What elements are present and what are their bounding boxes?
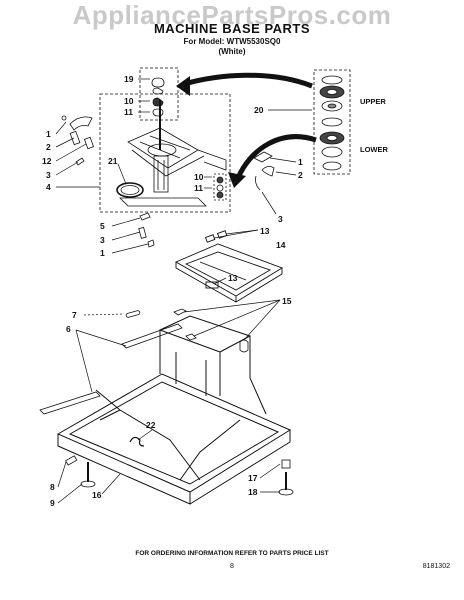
leveling-clips (125, 308, 249, 353)
callout-2: 2 (46, 142, 51, 152)
callout-22: 22 (146, 420, 156, 430)
callout-18: 18 (248, 487, 258, 497)
callout-1: 1 (100, 248, 105, 258)
callout-3: 3 (278, 214, 283, 224)
page-title: MACHINE BASE PARTS (153, 21, 311, 36)
callout-11: 11 (194, 183, 203, 193)
inset-box-bearings (313, 69, 351, 175)
callout-numbers: 19 10 11 20 1 2 12 3 21 4 1 2 10 11 3 5 … (42, 74, 303, 508)
document-number: 8181302 (422, 563, 450, 570)
right-fastener-cluster (253, 151, 275, 191)
watermark: AppliancePartsPros.com (72, 0, 392, 30)
gearcase-assembly (99, 93, 231, 213)
label-lower: LOWER (360, 145, 388, 154)
curved-arrow-lower-head (228, 172, 246, 188)
cabinet-rail (39, 323, 183, 415)
curved-arrow-upper-head (176, 76, 190, 96)
callout-4: 4 (46, 182, 51, 192)
callout-9: 9 (50, 498, 55, 508)
callout-3: 3 (100, 235, 105, 245)
leader-lines (55, 78, 312, 504)
callout-13: 13 (260, 226, 270, 236)
curved-arrow-upper (183, 72, 313, 89)
callout-20: 20 (254, 105, 264, 115)
ordering-note: FOR ORDERING INFORMATION REFER TO PARTS … (135, 550, 329, 557)
callout-1: 1 (298, 157, 303, 167)
label-upper: UPPER (360, 97, 386, 106)
callout-8: 8 (50, 482, 55, 492)
callout-1: 1 (46, 129, 51, 139)
callout-2: 2 (298, 170, 303, 180)
callout-5: 5 (100, 221, 105, 231)
base-frame (56, 315, 292, 505)
callout-12: 12 (42, 156, 52, 166)
callout-15: 15 (282, 296, 292, 306)
callout-7: 7 (72, 310, 77, 320)
callout-14: 14 (276, 240, 286, 250)
callout-21: 21 (108, 156, 118, 166)
callout-13: 13 (228, 273, 238, 283)
model-color: (White) (218, 47, 246, 56)
snubber-platform (174, 230, 284, 303)
callout-10: 10 (194, 172, 204, 182)
leveling-legs (65, 455, 294, 496)
curved-arrow-lower (235, 134, 317, 180)
lower-left-fasteners (138, 212, 155, 248)
callout-10: 10 (124, 96, 134, 106)
inset-labels: UPPER LOWER (360, 97, 388, 154)
callout-11: 11 (124, 107, 133, 117)
callout-16: 16 (92, 490, 102, 500)
left-fastener-cluster (61, 115, 95, 166)
callout-19: 19 (124, 74, 134, 84)
callout-17: 17 (248, 473, 258, 483)
page-number: 8 (230, 563, 234, 570)
callout-3: 3 (46, 170, 51, 180)
callout-6: 6 (66, 324, 71, 334)
model-number: For Model: WTW5530SQ0 (183, 37, 281, 46)
